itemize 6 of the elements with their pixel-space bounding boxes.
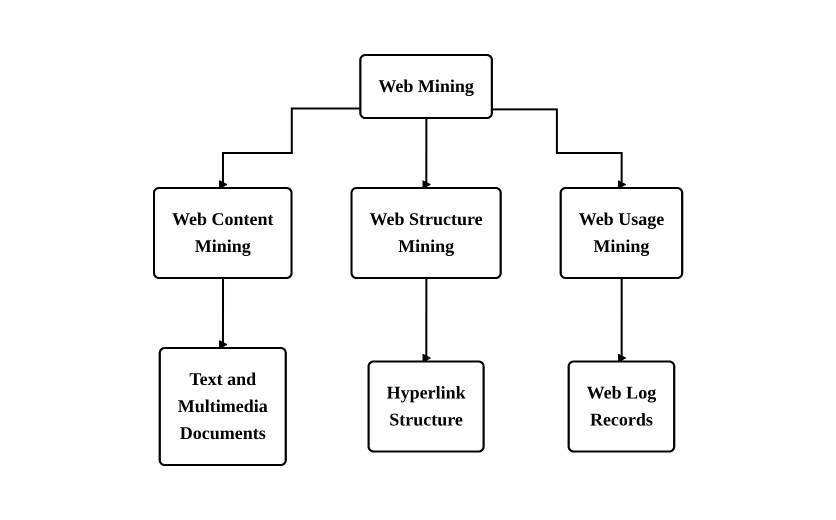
arrow: [617, 278, 626, 362]
arrow: [218, 278, 228, 349]
arrow: [218, 108, 361, 189]
arrow: [422, 278, 431, 362]
arrow: [422, 118, 431, 189]
arrow: [492, 108, 626, 189]
